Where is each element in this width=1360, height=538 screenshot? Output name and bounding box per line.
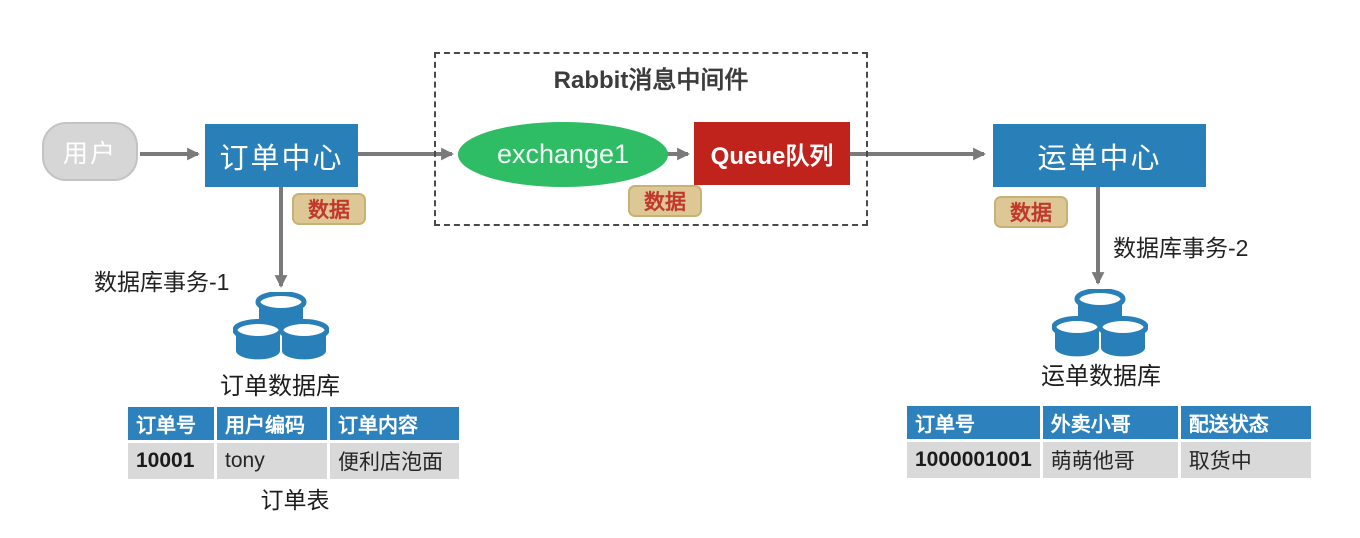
waybill-table-header-cell: 订单号 <box>907 406 1040 439</box>
exchange-label: exchange1 <box>496 139 630 169</box>
waybill-table-header-row: 订单号 外卖小哥 配送状态 <box>907 406 1311 439</box>
exchange-node: exchange1 <box>458 122 668 187</box>
order-table-header-cell: 用户编码 <box>217 407 327 440</box>
waybill-table-row: 1000001001 萌萌他哥 取货中 <box>907 442 1311 478</box>
db-transaction-1-label: 数据库事务-1 <box>94 269 230 295</box>
order-table-header-cell: 订单号 <box>128 407 214 440</box>
cylinder-bottom-left <box>1052 316 1103 359</box>
waybill-database-label: 运单数据库 <box>1041 363 1161 390</box>
waybill-table-cell: 取货中 <box>1180 442 1311 478</box>
user-node: 用户 <box>42 122 138 181</box>
db-transaction-2-label: 数据库事务-2 <box>1113 235 1249 261</box>
order-center-label: 订单中心 <box>219 142 344 175</box>
data-badge-label: 数据 <box>1010 202 1052 225</box>
order-database-icon <box>233 292 329 362</box>
data-badge-label: 数据 <box>644 191 686 214</box>
cylinder-bottom-right <box>278 319 329 362</box>
order-table-caption: 订单表 <box>260 487 330 513</box>
waybill-center-node: 运单中心 <box>993 124 1206 187</box>
order-database-label: 订单数据库 <box>220 373 340 400</box>
waybill-table-header-cell: 外卖小哥 <box>1042 406 1178 439</box>
waybill-table-cell: 1000001001 <box>907 442 1040 478</box>
data-badge-waybill: 数据 <box>994 196 1068 228</box>
order-table-cell: 10001 <box>128 443 214 479</box>
order-table-cell: tony <box>217 443 327 479</box>
order-table-cell: 便利店泡面 <box>330 443 459 479</box>
order-center-node: 订单中心 <box>205 124 358 187</box>
cylinder-top <box>255 292 307 334</box>
waybill-center-label: 运单中心 <box>1037 142 1162 175</box>
rabbit-middleware-box: Rabbit消息中间件 <box>434 52 868 226</box>
order-table-row: 10001 tony 便利店泡面 <box>128 443 459 479</box>
data-badge-order: 数据 <box>292 193 366 225</box>
waybill-table-header-cell: 配送状态 <box>1180 406 1311 439</box>
data-badge-label: 数据 <box>308 199 350 222</box>
waybill-table: 订单号 外卖小哥 配送状态 1000001001 萌萌他哥 取货中 <box>904 403 1314 481</box>
waybill-database-icon <box>1052 289 1148 359</box>
cylinder-top <box>1074 289 1126 331</box>
cylinder-bottom-left <box>233 319 284 362</box>
user-node-label: 用户 <box>62 139 117 168</box>
order-table: 订单号 用户编码 订单内容 10001 tony 便利店泡面 <box>125 404 462 482</box>
data-badge-queue: 数据 <box>628 185 702 217</box>
order-table-header-cell: 订单内容 <box>330 407 459 440</box>
waybill-table-cell: 萌萌他哥 <box>1042 442 1178 478</box>
queue-label: Queue队列 <box>710 143 834 170</box>
cylinder-bottom-right <box>1097 316 1148 359</box>
order-table-header-row: 订单号 用户编码 订单内容 <box>128 407 459 440</box>
rabbit-middleware-title: Rabbit消息中间件 <box>553 67 749 94</box>
queue-node: Queue队列 <box>694 122 850 185</box>
